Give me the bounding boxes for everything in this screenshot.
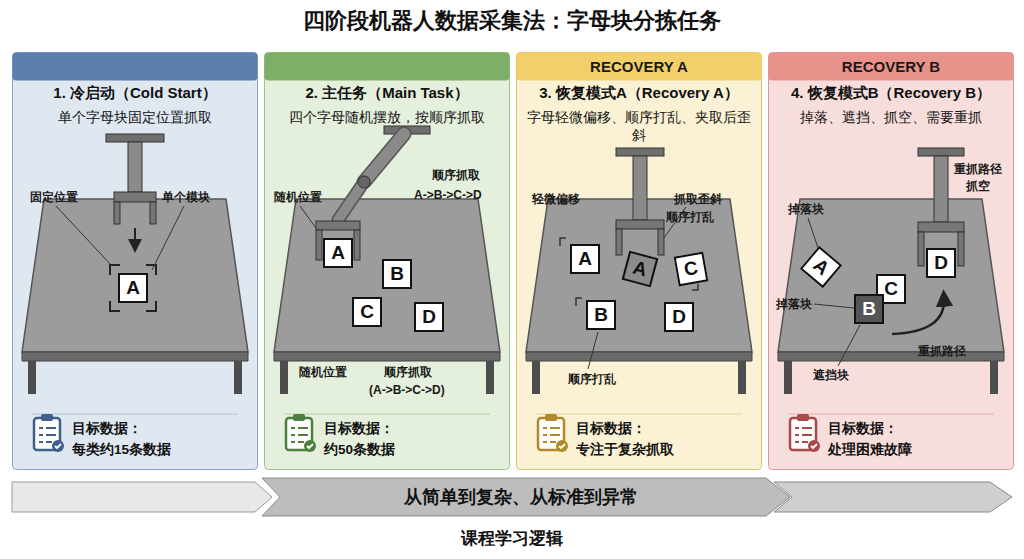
stage-panel: RECOVERY B 4. 恢复模式B（Recovery B） 掉落、遮挡、抓空、需… [768, 52, 1014, 470]
block-letter: B [594, 304, 608, 326]
callout-label: 重抓路径 [954, 162, 1002, 176]
callout-label: 顺序打乱 [666, 210, 714, 224]
block-letter: B [390, 263, 404, 285]
letter-block: A [323, 238, 353, 268]
block-letter: B [862, 298, 876, 320]
diagram-title: 四阶段机器人数据采集法：字母块分拣任务 [0, 6, 1024, 36]
block-letter: C [884, 278, 898, 300]
stage-description: 四个字母随机摆放，按顺序抓取 [274, 108, 500, 126]
callout-label: 遮挡块 [813, 368, 849, 382]
target-data-box: 目标数据：每类约15条数据 [72, 418, 252, 464]
letter-block: D [664, 302, 694, 332]
callout-label: 随机位置 [274, 190, 322, 204]
target-heading: 目标数据： [324, 418, 504, 439]
block-letter: D [422, 306, 436, 328]
block-letter: A [578, 248, 592, 270]
stage-description: 掉落、遮挡、抓空、需要重抓 [778, 108, 1004, 126]
arrow-text: 从简单到复杂、从标准到异常 [404, 485, 638, 509]
stage-panel: 1. 冷启动（Cold Start） 单个字母块固定位置抓取 A 目标数据：每类约15… [12, 52, 258, 470]
letter-block: D [926, 248, 956, 278]
letter-block: A [570, 244, 600, 274]
target-value: 约50条数据 [324, 439, 504, 460]
block-letter: A [809, 254, 834, 280]
stage-tag: RECOVERY A [516, 56, 762, 78]
stage-description: 字母轻微偏移、顺序打乱、夹取后歪斜 [526, 108, 752, 144]
stage-panel: RECOVERY A 3. 恢复模式A（Recovery A） 字母轻微偏移、顺序打… [516, 52, 762, 470]
block-letter: C [682, 257, 699, 281]
callout-label: 掉落块 [788, 202, 824, 216]
letter-block: B [382, 259, 412, 289]
progress-arrow-band: 从简单到复杂、从标准到异常 [290, 479, 752, 515]
callout-label: 单个模块 [162, 190, 210, 204]
callout-label: 掉落块 [776, 297, 812, 311]
callout-label: 随机位置 [299, 365, 347, 379]
stage-heading: 3. 恢复模式A（Recovery A） [539, 83, 739, 103]
letter-block: B [854, 294, 884, 324]
block-letter: D [934, 252, 948, 274]
target-data-box: 目标数据：处理困难故障 [828, 418, 1008, 464]
stage-heading: 4. 恢复模式B（Recovery B） [791, 83, 991, 103]
target-value: 处理困难故障 [828, 439, 1008, 460]
stage-description: 单个字母块固定位置抓取 [22, 108, 248, 126]
letter-block: B [586, 300, 616, 330]
target-heading: 目标数据： [828, 418, 1008, 439]
letter-block: C [674, 252, 709, 287]
callout-label: 顺序抓取 [384, 365, 432, 379]
target-value: 每类约15条数据 [72, 439, 252, 460]
target-heading: 目标数据： [576, 418, 756, 439]
callout-label: 顺序抓取 [432, 168, 480, 182]
stage-heading: 1. 冷启动（Cold Start） [53, 83, 216, 103]
stage-panel: 2. 主任务（Main Task） 四个字母随机摆放，按顺序抓取 A BC D 目标数据：… [264, 52, 510, 470]
stage-heading: 2. 主任务（Main Task） [305, 83, 468, 103]
block-letter: D [672, 306, 686, 328]
target-value: 专注于复杂抓取 [576, 439, 756, 460]
callout-label: 顺序打乱 [568, 372, 616, 386]
callout-label: 固定位置 [30, 190, 78, 204]
target-heading: 目标数据： [72, 418, 252, 439]
target-data-box: 目标数据：专注于复杂抓取 [576, 418, 756, 464]
callout-label: 抓取歪斜 [674, 192, 722, 206]
letter-block: A [118, 273, 148, 303]
callout-label: 重抓路径 [918, 344, 966, 358]
block-letter: A [631, 257, 650, 282]
letter-block: D [414, 302, 444, 332]
block-letter: C [360, 301, 374, 323]
callout-label: 轻微偏移 [532, 192, 580, 206]
callout-label: (A->B->C->D) [369, 383, 445, 397]
letter-block: A [800, 246, 842, 288]
diagram-caption: 课程学习逻辑 [0, 527, 1024, 550]
letter-block: A [622, 251, 659, 288]
target-data-box: 目标数据：约50条数据 [324, 418, 504, 464]
block-letter: A [331, 242, 345, 264]
stage-tag: RECOVERY B [768, 56, 1014, 78]
letter-block: C [352, 297, 382, 327]
callout-label: A->B->C->D [414, 188, 482, 202]
callout-label: 抓空 [966, 179, 990, 193]
block-letter: A [126, 277, 140, 299]
